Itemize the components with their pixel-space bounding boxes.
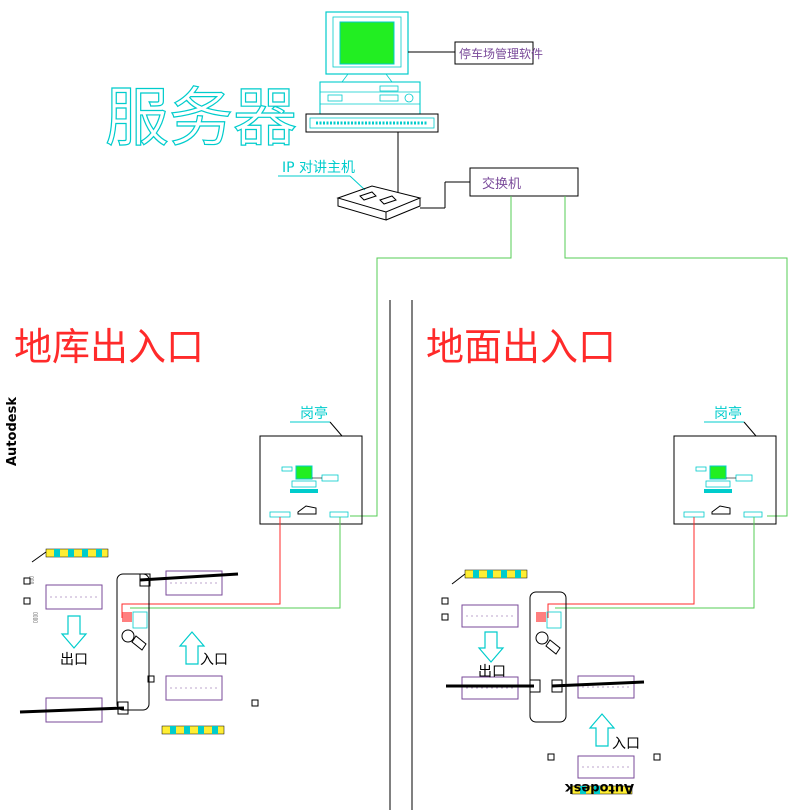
switch-box — [469, 167, 579, 197]
server-computer-icon — [305, 11, 439, 133]
left-booth-computer-icon — [281, 465, 339, 493]
svg-text:▯▯▯: ▯▯▯ — [28, 576, 34, 585]
left-zone-title: 地库出入口 — [14, 325, 204, 369]
switch-label: 交换机 — [482, 176, 521, 192]
right-zone-title: 地面出入口 — [426, 325, 616, 369]
svg-text:▯▯▯▯: ▯▯▯▯ — [32, 612, 38, 623]
software-label: 停车场管理软件 — [459, 46, 543, 61]
right-booth-label: 岗亭 — [714, 405, 742, 422]
right-booth-box — [673, 435, 777, 525]
network-switch-icon — [336, 185, 422, 221]
left-entry-label: 入口 — [200, 652, 228, 668]
autodesk-watermark-bottom: Autodesk — [565, 780, 634, 795]
autodesk-watermark-left: Autodesk — [5, 397, 20, 466]
left-booth-box — [259, 435, 363, 525]
right-booth-computer-icon — [695, 465, 753, 493]
right-lane — [441, 569, 661, 795]
right-entry-label: 入口 — [612, 736, 640, 752]
right-exit-label: 出口 — [478, 664, 506, 680]
server-title: 服务器 — [105, 82, 297, 156]
ip-intercom-label: IP 对讲主机 — [282, 160, 355, 176]
software-label-box — [454, 41, 534, 65]
left-booth-label: 岗亭 — [300, 405, 328, 422]
left-exit-label: 出口 — [60, 652, 88, 668]
left-lane: ▯▯▯ ▯▯▯▯ — [19, 548, 259, 735]
